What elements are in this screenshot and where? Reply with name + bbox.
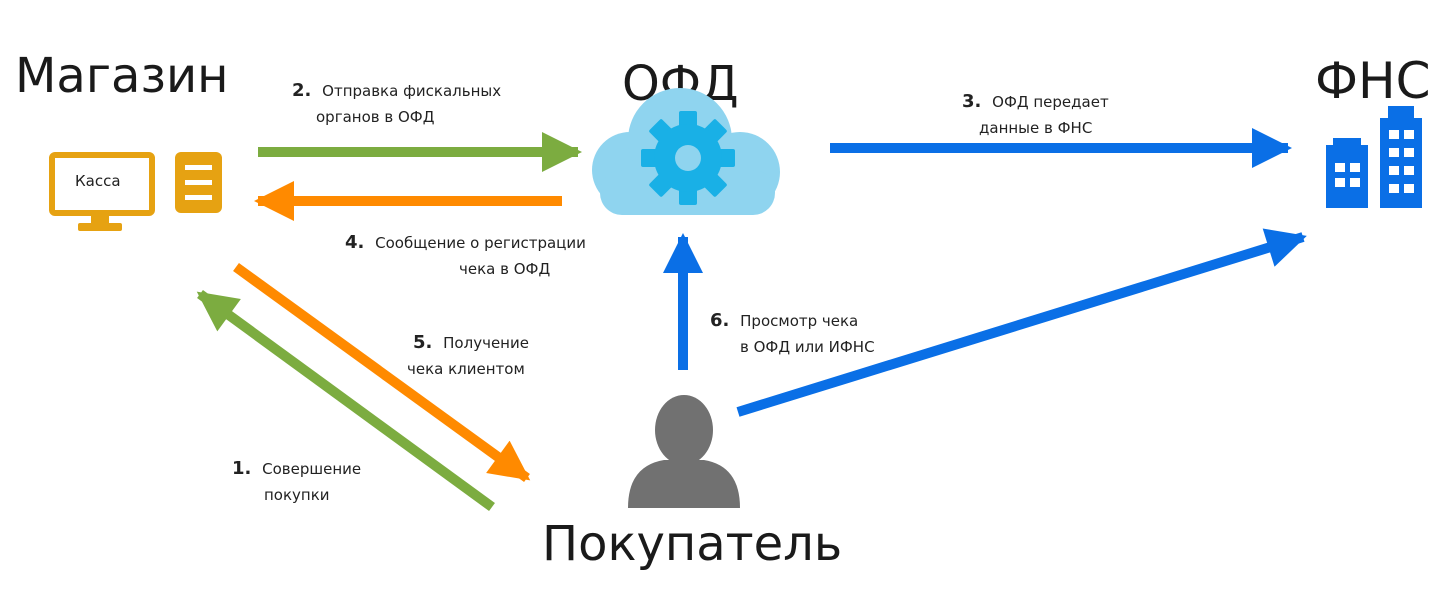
cash-register-icon: Касса xyxy=(49,152,155,231)
step-5-line1: Получение xyxy=(443,334,529,352)
shop-title: Магазин xyxy=(15,48,229,104)
step-1-label: 1. Совершение покупки xyxy=(232,458,361,504)
step-3-line2: данные в ФНС xyxy=(979,119,1092,137)
fns-title: ФНС xyxy=(1315,52,1431,110)
buildings-icon xyxy=(1326,106,1422,208)
step-5-number: 5. xyxy=(413,332,432,353)
step-5-label: 5. Получение чека клиентом xyxy=(407,332,529,378)
person-icon xyxy=(628,395,740,508)
buyer-title: Покупатель xyxy=(542,516,842,572)
svg-text:4. Сообщение о регистрац: 4. Сообщение о регистрации xyxy=(345,232,586,253)
step-6-line1: Просмотр чека xyxy=(740,312,858,330)
step-4-label: 4. Сообщение о регистрации чека в ОФД xyxy=(345,232,586,278)
step-3-line1: ОФД передает xyxy=(992,93,1109,111)
arrow-step-5 xyxy=(233,262,531,483)
svg-text:1. Совершение: 1. Совершение xyxy=(232,458,361,479)
step-6-number: 6. xyxy=(710,310,729,331)
step-6-line2: в ОФД или ИФНС xyxy=(740,338,875,356)
step-2-line1: Отправка фискальных xyxy=(322,82,501,100)
arrow-step-1 xyxy=(196,289,495,512)
arrow-step-6-fns xyxy=(736,228,1307,417)
step-1-line1: Совершение xyxy=(262,460,361,478)
step-1-line2: покупки xyxy=(264,486,330,504)
step-2-number: 2. xyxy=(292,80,311,101)
step-3-number: 3. xyxy=(962,91,981,112)
server-icon xyxy=(175,152,222,213)
step-3-label: 3. ОФД передает данные в ФНС xyxy=(962,91,1109,137)
step-4-line2: чека в ОФД xyxy=(459,260,550,278)
svg-text:3. ОФД передает: 3. ОФД передает xyxy=(962,91,1109,112)
svg-text:5. Получение: 5. Получение xyxy=(413,332,529,353)
step-4-line1: Сообщение о регистрации xyxy=(375,234,586,252)
gear-icon xyxy=(641,111,735,205)
svg-text:6. Просмотр чека: 6. Просмотр чека xyxy=(710,310,858,331)
step-2-label: 2. Отправка фискальных органов в ОФД xyxy=(292,80,501,126)
step-1-number: 1. xyxy=(232,458,251,479)
step-6-label: 6. Просмотр чека в ОФД или ИФНС xyxy=(710,310,875,356)
step-5-line2: чека клиентом xyxy=(407,360,525,378)
step-4-number: 4. xyxy=(345,232,364,253)
cash-register-label: Касса xyxy=(75,172,121,190)
step-2-line2: органов в ОФД xyxy=(316,108,434,126)
svg-text:2. Отправка фискальных: 2. Отправка фискальных xyxy=(292,80,501,101)
